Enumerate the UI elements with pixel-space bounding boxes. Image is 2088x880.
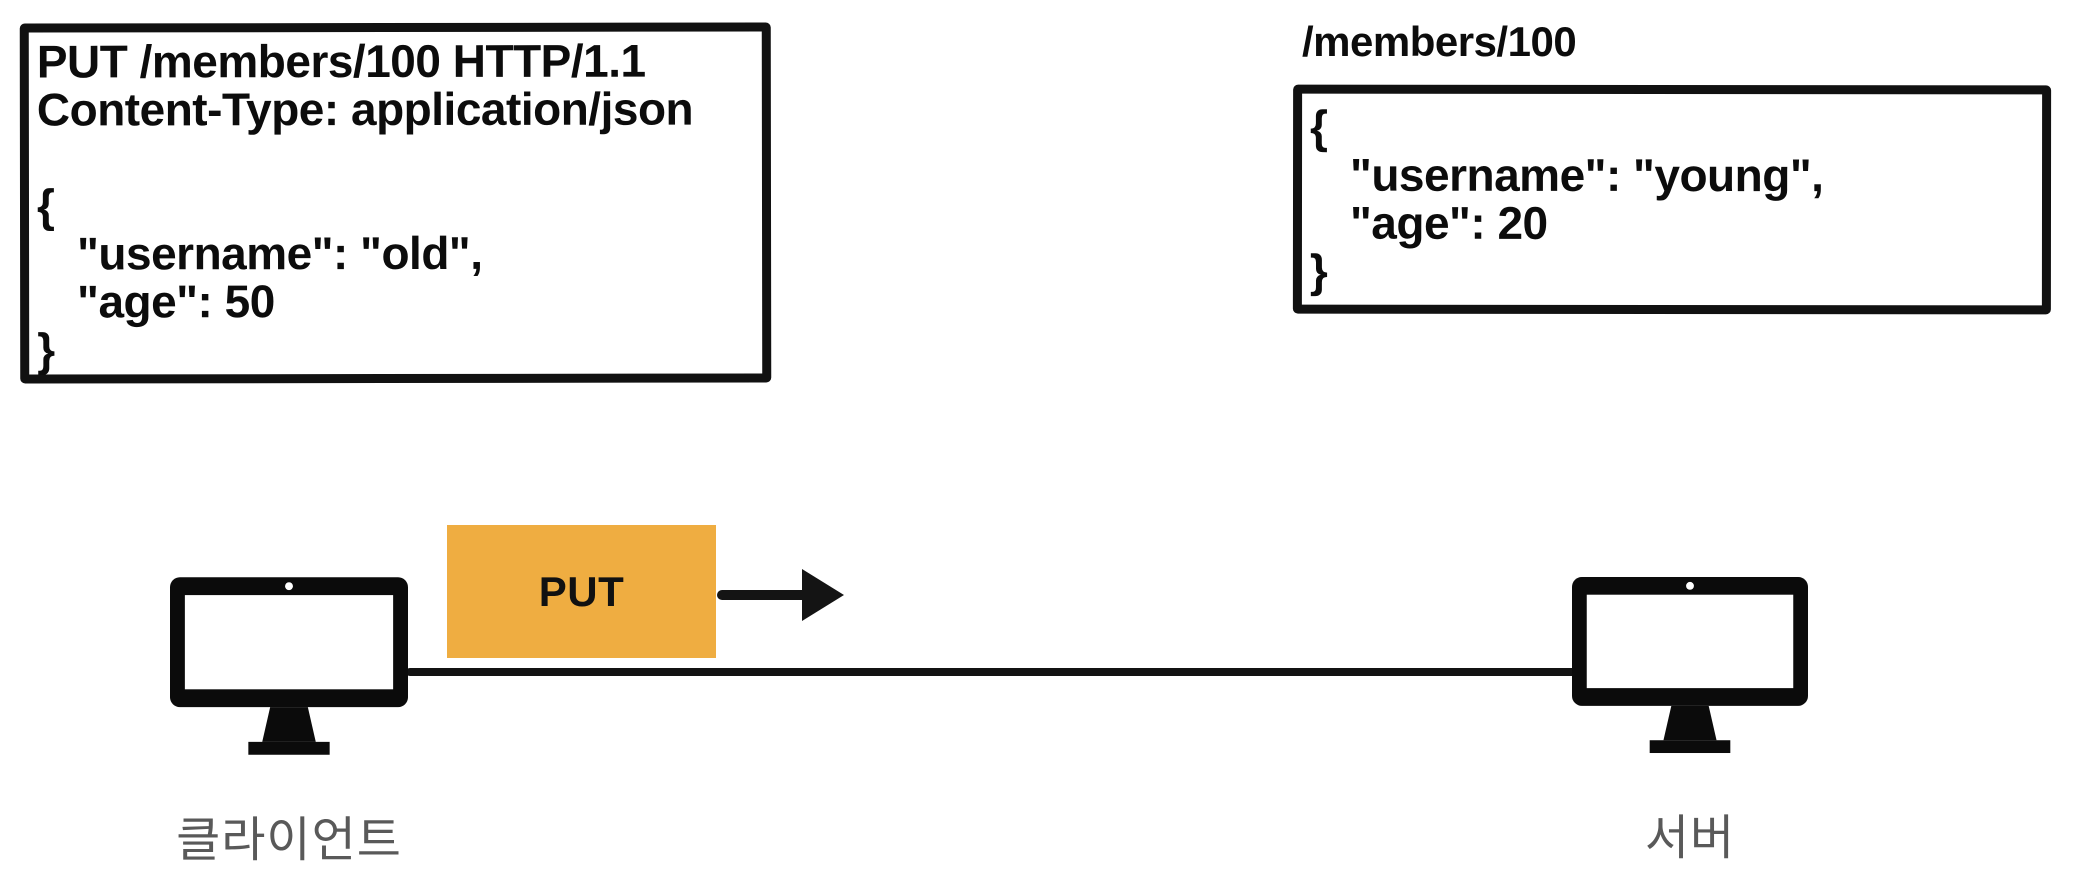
json-open-brace: {: [36, 179, 55, 232]
request-line: PUT /members/100 HTTP/1.1: [36, 34, 646, 88]
json-username-field: "username": "old",: [77, 226, 483, 280]
arrow-right-icon: [717, 569, 844, 621]
json-close-brace: }: [37, 323, 55, 376]
server-device: 서버: [1558, 577, 1822, 868]
json-age-field: "age": 20: [1349, 196, 1548, 249]
request-message-box: PUT /members/100 HTTP/1.1 Content-Type: …: [19, 22, 772, 384]
client-device: 클라이언트: [155, 577, 423, 870]
json-open-brace: {: [1310, 100, 1328, 153]
client-server-connection-line: [406, 668, 1578, 676]
client-label: 클라이언트: [176, 814, 402, 867]
json-username-field: "username": "young",: [1349, 148, 1824, 202]
monitor-icon: [1572, 577, 1808, 754]
json-close-brace: }: [1309, 244, 1328, 297]
monitor-icon: [170, 577, 408, 755]
blank-line: [37, 132, 756, 181]
resource-state-box: { "username": "young", "age": 20 }: [1292, 84, 2052, 315]
method-badge: PUT: [447, 525, 716, 658]
json-age-field: "age": 50: [77, 275, 275, 328]
content-type-header: Content-Type: application/json: [36, 82, 694, 136]
resource-path-title: /members/100: [1302, 18, 1577, 65]
server-label: 서버: [1644, 812, 1736, 865]
method-badge-label: PUT: [538, 567, 625, 615]
